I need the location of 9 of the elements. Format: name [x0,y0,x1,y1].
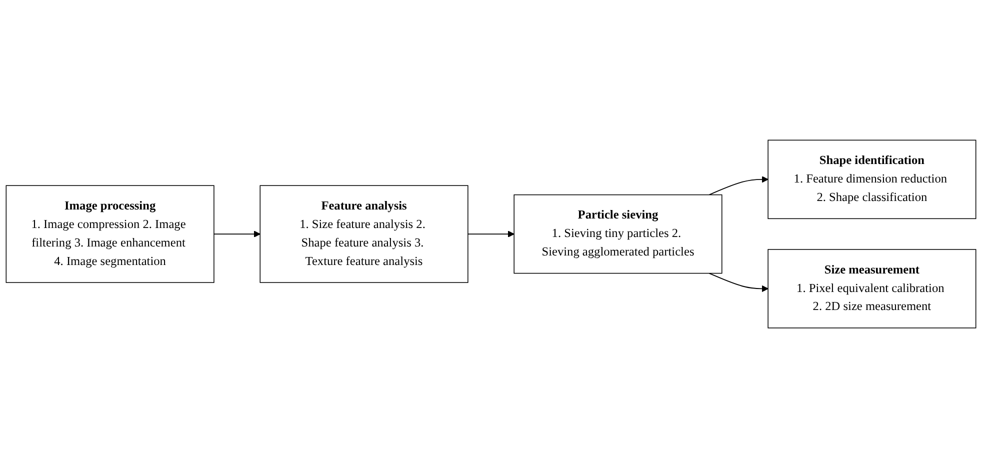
node-box: Particle sieving 1. Sieving tiny particles 2. Sieving agglomerated particles [514,194,722,274]
node-box: Size measurement 1. Pixel equivalent calibration 2. 2D size measurement [768,249,976,328]
arrow [213,230,260,238]
arrow [708,272,768,292]
arrow [708,176,768,196]
node-box: Image processing 1. Image compression 2. Image filtering 3. Image enhancement 4. Image segmentation [6,185,214,283]
arrow [467,230,514,238]
node-box: Shape identification 1. Feature dimension reduction 2. Shape classification [768,140,976,219]
node-box: Feature analysis 1. Size feature analysis 2. Shape feature analysis 3. Texture feature analysis [260,185,468,283]
